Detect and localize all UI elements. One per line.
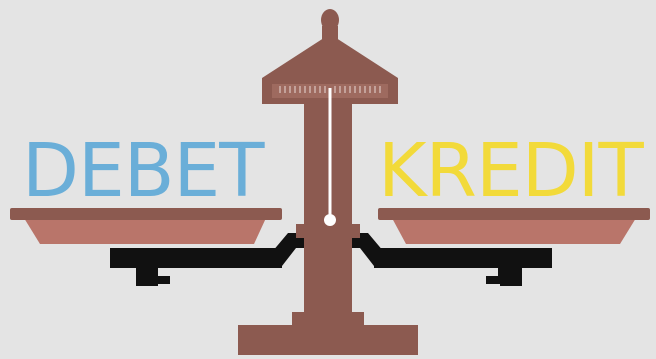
scale-pillar-collar (296, 224, 360, 238)
scale-pan-right (392, 218, 636, 244)
scale-pillar (304, 98, 352, 318)
scale-beam-left-hook (136, 262, 158, 286)
scale-pivot (324, 214, 336, 226)
scale-finial-knob (321, 9, 339, 31)
debet-label: DEBET (22, 134, 263, 208)
scale-pan-left (24, 218, 266, 244)
scale-beam-left-bar (110, 248, 282, 268)
scale-base (238, 325, 418, 355)
scale-beam-right-hook (500, 262, 522, 286)
kredit-label: KREDIT (378, 134, 643, 208)
scale-beam-right-bar (374, 248, 552, 268)
